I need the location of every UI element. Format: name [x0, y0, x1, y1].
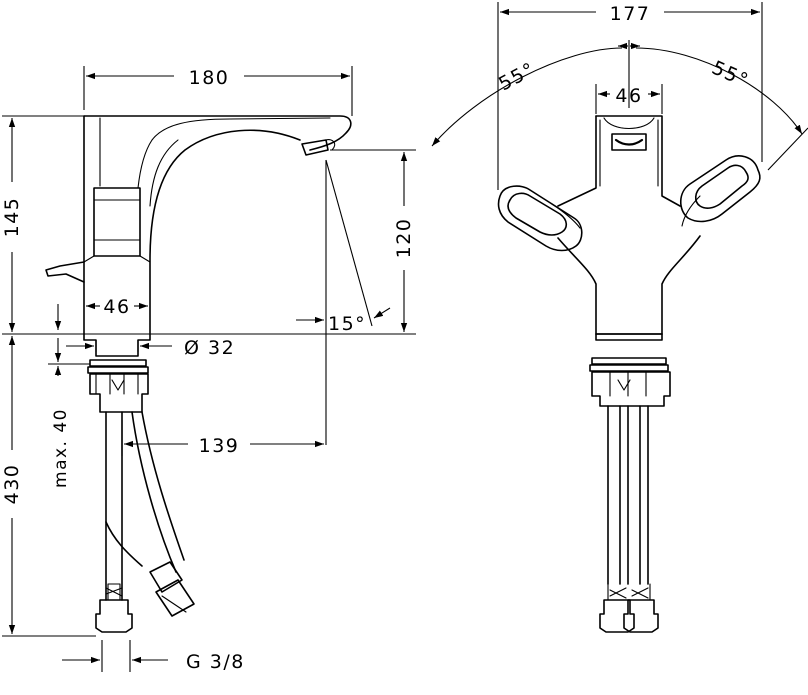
lever-right-front	[679, 155, 761, 227]
dim-177: 177	[497, 2, 763, 190]
dim-diameter-32-label: Ø 32	[184, 337, 235, 359]
dim-180: 180	[83, 66, 353, 116]
dim-thread-label: G 3/8	[186, 651, 245, 673]
dim-max-40: max. 40	[48, 338, 90, 488]
faucet-body-front	[557, 115, 701, 335]
dim-46-side: 46	[86, 296, 148, 318]
mount-assembly-side	[87, 359, 149, 413]
dim-46-front: 46	[595, 84, 663, 114]
front-view: 177 55° 55° 46	[431, 2, 808, 633]
dim-120-label: 120	[393, 218, 415, 259]
lever-left-front	[497, 185, 583, 252]
dim-430: 430	[1, 336, 96, 637]
dim-139-label: 139	[199, 435, 240, 457]
dim-177-label: 177	[610, 3, 651, 25]
dim-145-label: 145	[1, 197, 23, 238]
dim-180-label: 180	[189, 67, 230, 89]
faucet-body-side	[45, 115, 352, 357]
dim-angle-15: 15°	[296, 159, 391, 445]
dim-120: 120	[300, 149, 416, 335]
dim-430-label: 430	[1, 464, 23, 505]
dim-max-40-label: max. 40	[51, 408, 71, 488]
side-view: 180 145 120 46	[1, 66, 416, 673]
dim-angle-55-left-label: 55°	[495, 58, 539, 95]
counter-line	[54, 304, 416, 335]
supply-hoses-front	[599, 405, 659, 633]
dim-145: 145	[1, 115, 84, 335]
dim-46-side-label: 46	[103, 296, 130, 318]
mount-assembly-front	[589, 333, 671, 407]
dim-139: 139	[121, 420, 324, 457]
dim-angle-15-label: 15°	[328, 313, 366, 335]
supply-hoses-side	[95, 411, 195, 633]
dim-46-front-label: 46	[615, 85, 642, 107]
dim-angle-55-right-label: 55°	[709, 57, 753, 93]
dim-diameter-32: Ø 32	[66, 337, 235, 359]
dim-thread: G 3/8	[62, 640, 245, 673]
